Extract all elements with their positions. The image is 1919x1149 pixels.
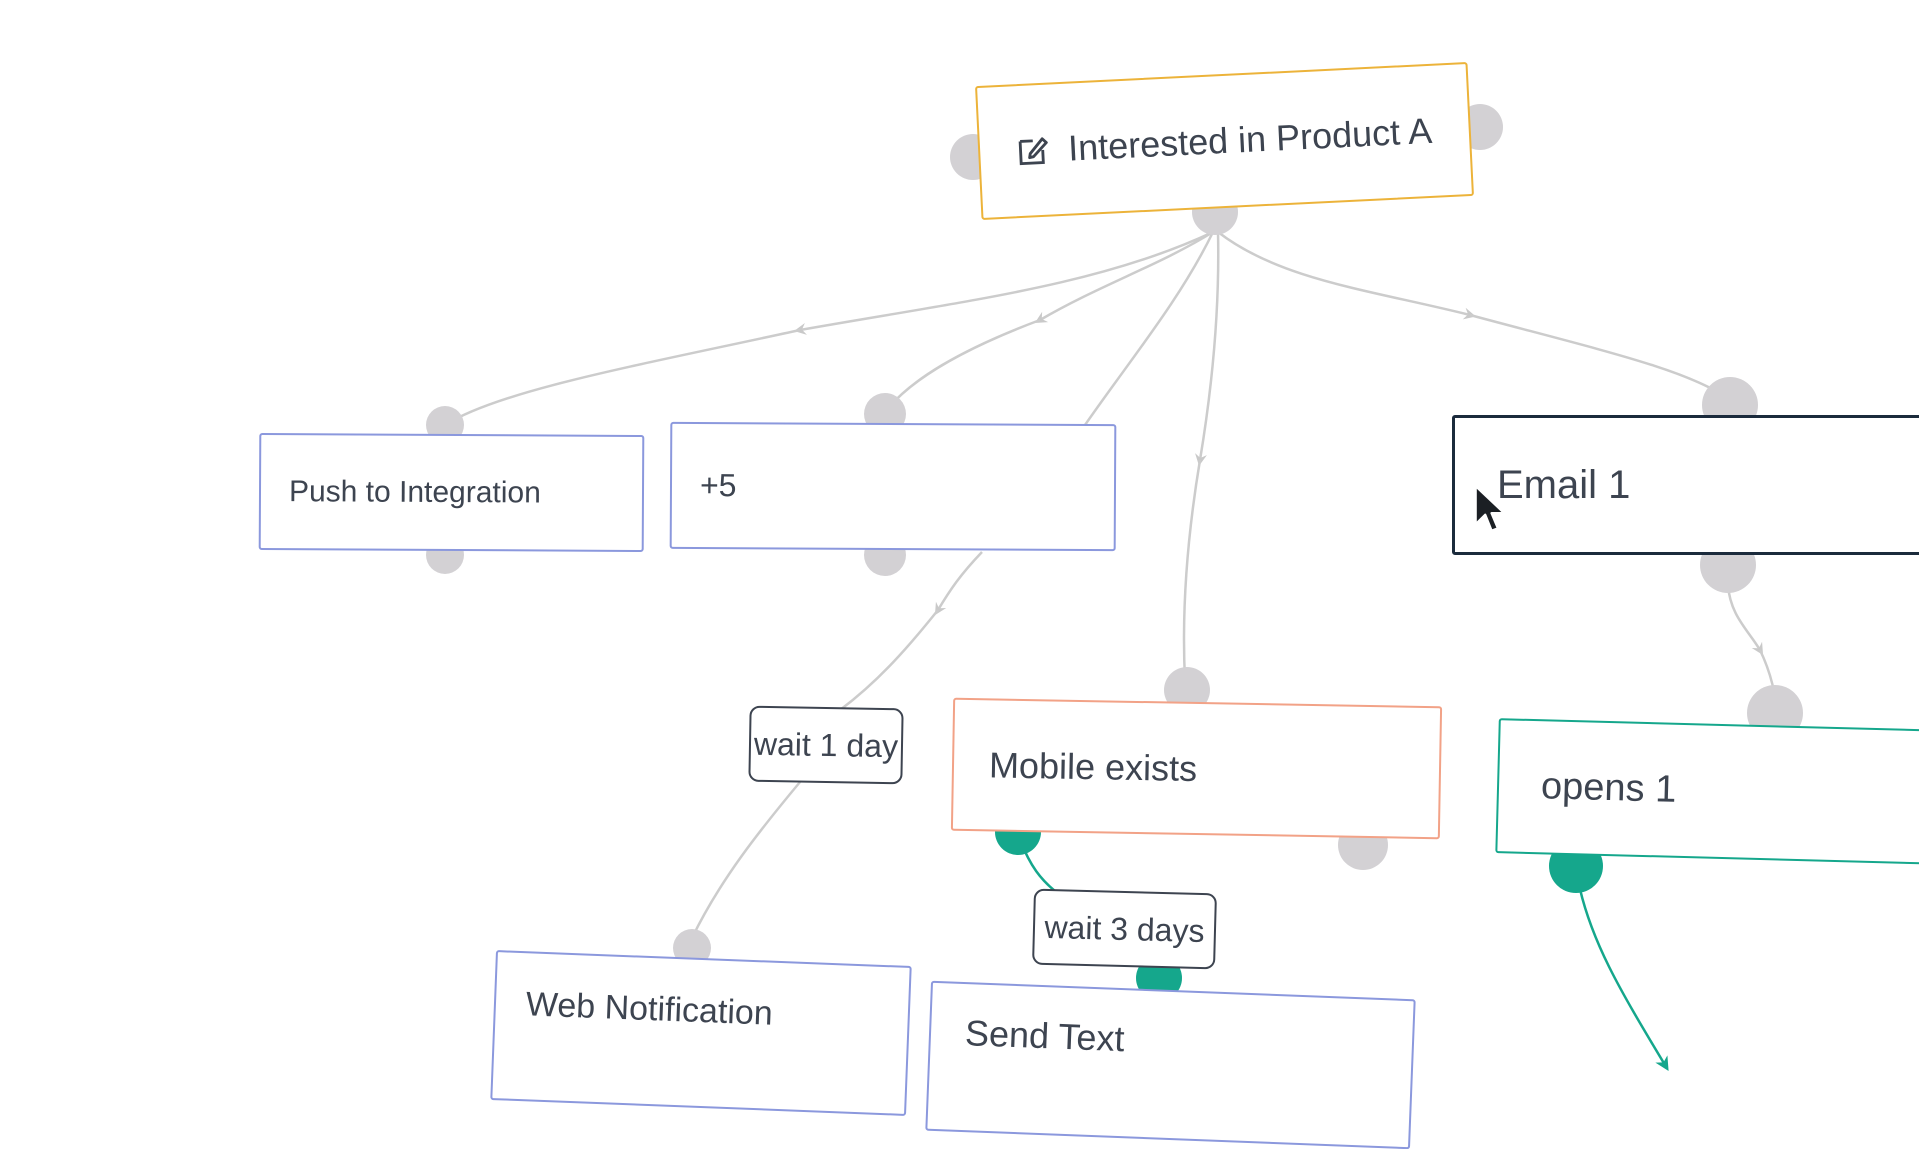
push-to-integration-label: Push to Integration bbox=[288, 474, 541, 509]
send-text-node[interactable]: Send Text bbox=[925, 980, 1416, 1149]
send-text-label: Send Text bbox=[964, 1012, 1126, 1060]
plus-five-label: +5 bbox=[699, 466, 737, 504]
email-1-node[interactable]: Email 1 bbox=[1452, 415, 1919, 555]
edge-push-tail bbox=[444, 328, 801, 427]
edge-email-to-opens bbox=[1726, 584, 1764, 656]
mobile-exists-label: Mobile exists bbox=[988, 743, 1198, 789]
edit-icon[interactable] bbox=[1013, 130, 1053, 170]
web-notification-label: Web Notification bbox=[525, 985, 774, 1033]
push-to-integration-node[interactable]: Push to Integration bbox=[258, 432, 645, 553]
edge-opens-to-next bbox=[1576, 879, 1669, 1072]
edge-wait1-lower bbox=[690, 781, 801, 939]
email-1-label: Email 1 bbox=[1497, 462, 1631, 507]
wait-3-days-label: wait 3 days bbox=[1044, 908, 1205, 949]
opens-1-node[interactable]: opens 1 bbox=[1495, 718, 1919, 865]
trigger-label: Interested in Product A bbox=[1067, 109, 1433, 169]
edge-trigger-to-plus5 bbox=[1034, 230, 1214, 324]
edge-wait1-upper bbox=[839, 609, 939, 711]
edge-plus5-to-wait1 bbox=[934, 551, 983, 616]
plus-five-node[interactable]: +5 bbox=[669, 421, 1117, 552]
wait-1-day-label: wait 1 day bbox=[753, 725, 899, 764]
mobile-exists-node[interactable]: Mobile exists bbox=[950, 697, 1443, 840]
mouse-cursor-icon bbox=[1474, 484, 1506, 532]
edge-email-tail bbox=[1469, 313, 1731, 402]
opens-1-label: opens 1 bbox=[1540, 765, 1677, 811]
wait-3-days-badge[interactable]: wait 3 days bbox=[1032, 888, 1217, 970]
web-notification-node[interactable]: Web Notification bbox=[490, 950, 912, 1116]
edge-trigger-to-wait1 bbox=[1083, 231, 1215, 426]
wait-1-day-badge[interactable]: wait 1 day bbox=[748, 705, 904, 785]
edge-trigger-to-mobile bbox=[1195, 231, 1220, 466]
trigger-node[interactable]: Interested in Product A bbox=[975, 62, 1474, 220]
edge-mobile-tail bbox=[1182, 459, 1202, 681]
edge-plus5-tail bbox=[884, 318, 1041, 413]
edge-trigger-to-email bbox=[1217, 231, 1476, 320]
edge-trigger-to-push bbox=[794, 230, 1214, 335]
